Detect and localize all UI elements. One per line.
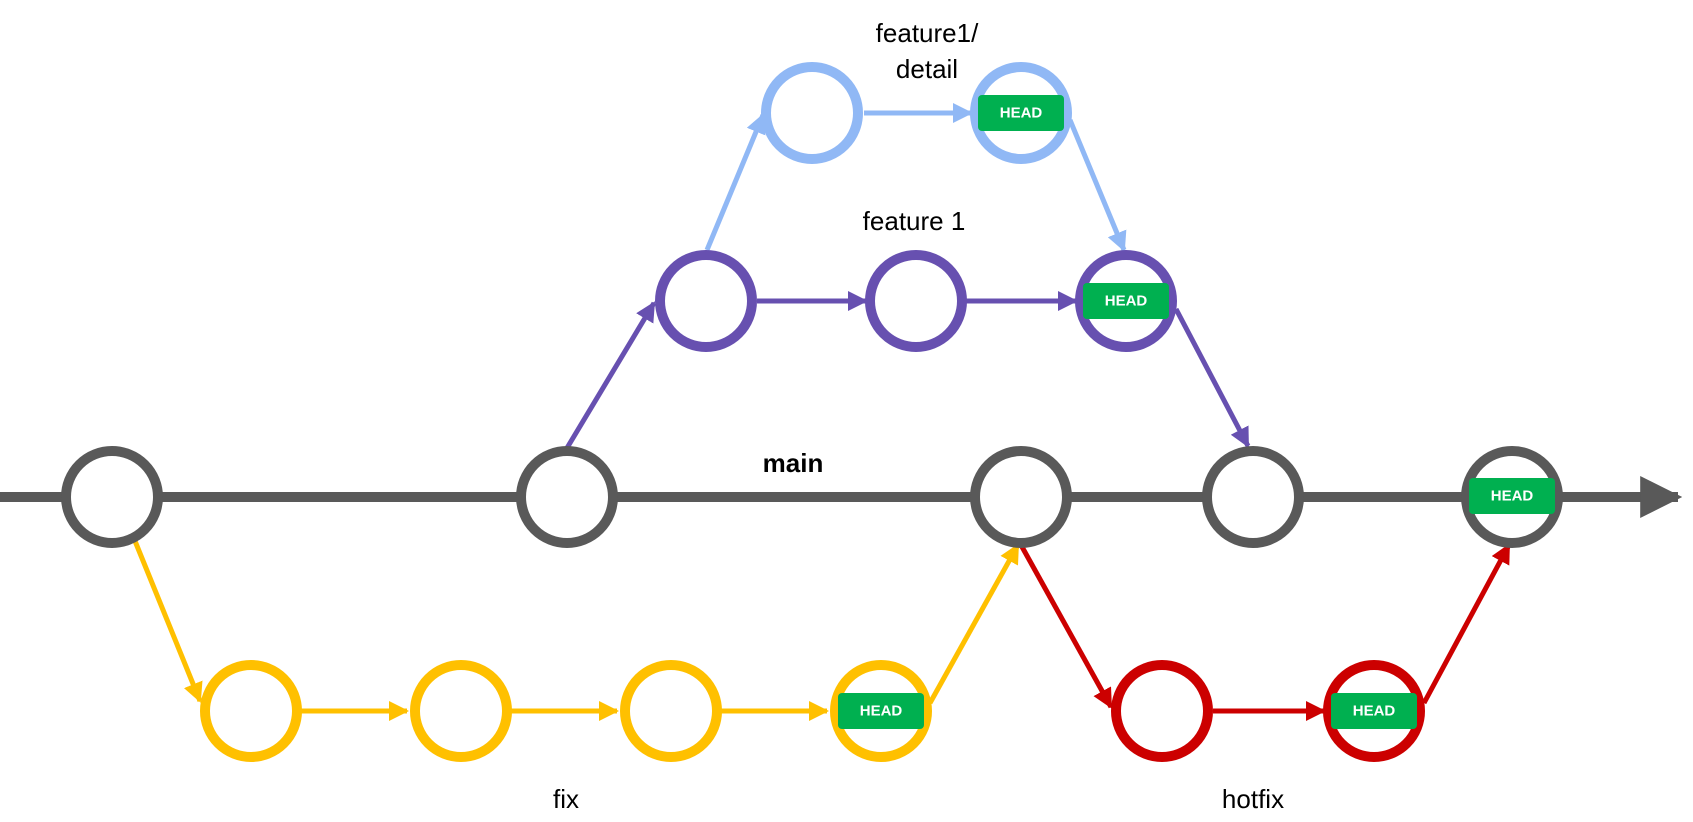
head-badge-feature1-detail: HEAD <box>978 95 1064 131</box>
edges <box>132 103 1512 721</box>
edge-fix-to-main <box>927 543 1021 705</box>
commit-node-feature1-2 <box>865 250 967 352</box>
head-badge-bg <box>1083 283 1169 319</box>
head-badge-bg <box>1469 478 1555 514</box>
edge-hotfix-to-main <box>1421 543 1512 705</box>
head-badge-bg <box>978 95 1064 131</box>
commit-node-main-3 <box>970 446 1072 548</box>
head-badge-bg <box>1331 693 1417 729</box>
branch-label-feature1-detail-line2: detail <box>896 54 958 84</box>
feature1-commits <box>655 250 1177 352</box>
head-badge-text: HEAD <box>1353 703 1396 720</box>
head-badge-text: HEAD <box>1491 488 1534 505</box>
edge-main-to-feature1 <box>564 301 657 450</box>
edge-detail-to-feature1 <box>1067 119 1127 252</box>
commit-node-detail-1 <box>761 62 863 164</box>
fix-commits <box>200 660 932 762</box>
edge-feature1-to-detail <box>704 113 766 251</box>
commit-node-main-4 <box>1202 446 1304 548</box>
commit-node-fix-3 <box>620 660 722 762</box>
branch-label-fix: fix <box>553 784 579 814</box>
head-badge-hotfix: HEAD <box>1331 693 1417 729</box>
head-badge-text: HEAD <box>1105 293 1148 310</box>
commit-node-hotfix-1 <box>1111 660 1213 762</box>
commit-node-main-1 <box>61 446 163 548</box>
edge-main-to-fix <box>132 540 203 703</box>
edge-feature1-to-main <box>1173 307 1251 448</box>
head-badge-main: HEAD <box>1469 478 1555 514</box>
commit-node-main-2 <box>516 446 618 548</box>
branch-label-hotfix: hotfix <box>1222 784 1284 814</box>
edge-main-to-hotfix <box>1018 543 1114 709</box>
commit-node-fix-2 <box>410 660 512 762</box>
commit-node-feature1-1 <box>655 250 757 352</box>
head-badge-text: HEAD <box>1000 105 1043 122</box>
hotfix-commits <box>1111 660 1425 762</box>
head-badge-fix: HEAD <box>838 693 924 729</box>
branch-label-feature1-detail-line1: feature1/ <box>876 18 979 48</box>
head-badge-feature1: HEAD <box>1083 283 1169 319</box>
commit-node-fix-1 <box>200 660 302 762</box>
head-badge-bg <box>838 693 924 729</box>
head-badge-text: HEAD <box>860 703 903 720</box>
branch-label-feature1: feature 1 <box>863 206 966 236</box>
branch-label-main: main <box>763 448 824 478</box>
feature1-detail-commits <box>761 62 1072 164</box>
